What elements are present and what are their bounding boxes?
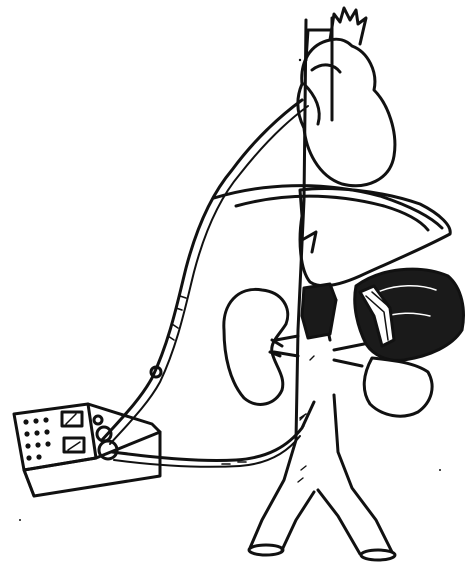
knob	[33, 418, 38, 423]
meter-window-bottom	[64, 438, 84, 452]
left-kidney-outline	[364, 358, 432, 416]
liver-notch	[302, 232, 316, 252]
heart	[298, 8, 395, 186]
connector-socket-3	[94, 416, 102, 424]
right-kidney	[224, 289, 288, 404]
knob	[36, 454, 41, 459]
iliac-inner-left	[282, 492, 314, 550]
control-box-bottom-edge	[24, 470, 34, 496]
right-kidney-outline	[224, 289, 288, 404]
spleen	[355, 269, 464, 360]
spleen-shape	[355, 269, 464, 360]
speck	[299, 59, 301, 61]
knob	[23, 419, 28, 424]
knob	[43, 417, 48, 422]
knob	[24, 431, 29, 436]
adrenal-dark	[302, 284, 336, 338]
catheter-lead	[102, 100, 314, 467]
control-box	[14, 404, 160, 496]
knob	[44, 429, 49, 434]
catheter-inner	[110, 106, 308, 444]
liver-upper-edge	[214, 186, 442, 228]
knob	[26, 455, 31, 460]
speck	[19, 519, 21, 521]
control-box-knobs	[23, 417, 50, 460]
knob	[45, 441, 50, 446]
renal-vein-left	[334, 344, 364, 366]
left-iliac-end	[249, 545, 283, 555]
iliac-inner-right	[318, 490, 360, 554]
right-iliac-end	[361, 550, 395, 560]
speck	[439, 469, 441, 471]
catheter-outer	[102, 100, 302, 440]
heart-outline	[298, 39, 395, 185]
knob	[34, 430, 39, 435]
knob	[25, 443, 30, 448]
liver-lower-edge	[236, 196, 428, 230]
adrenal-area	[302, 284, 336, 338]
renal-vein-right	[274, 336, 298, 356]
knob	[35, 442, 40, 447]
heart-atrium	[304, 65, 340, 124]
meter-needle-bottom	[68, 442, 80, 450]
meter-needle-top	[66, 414, 76, 424]
